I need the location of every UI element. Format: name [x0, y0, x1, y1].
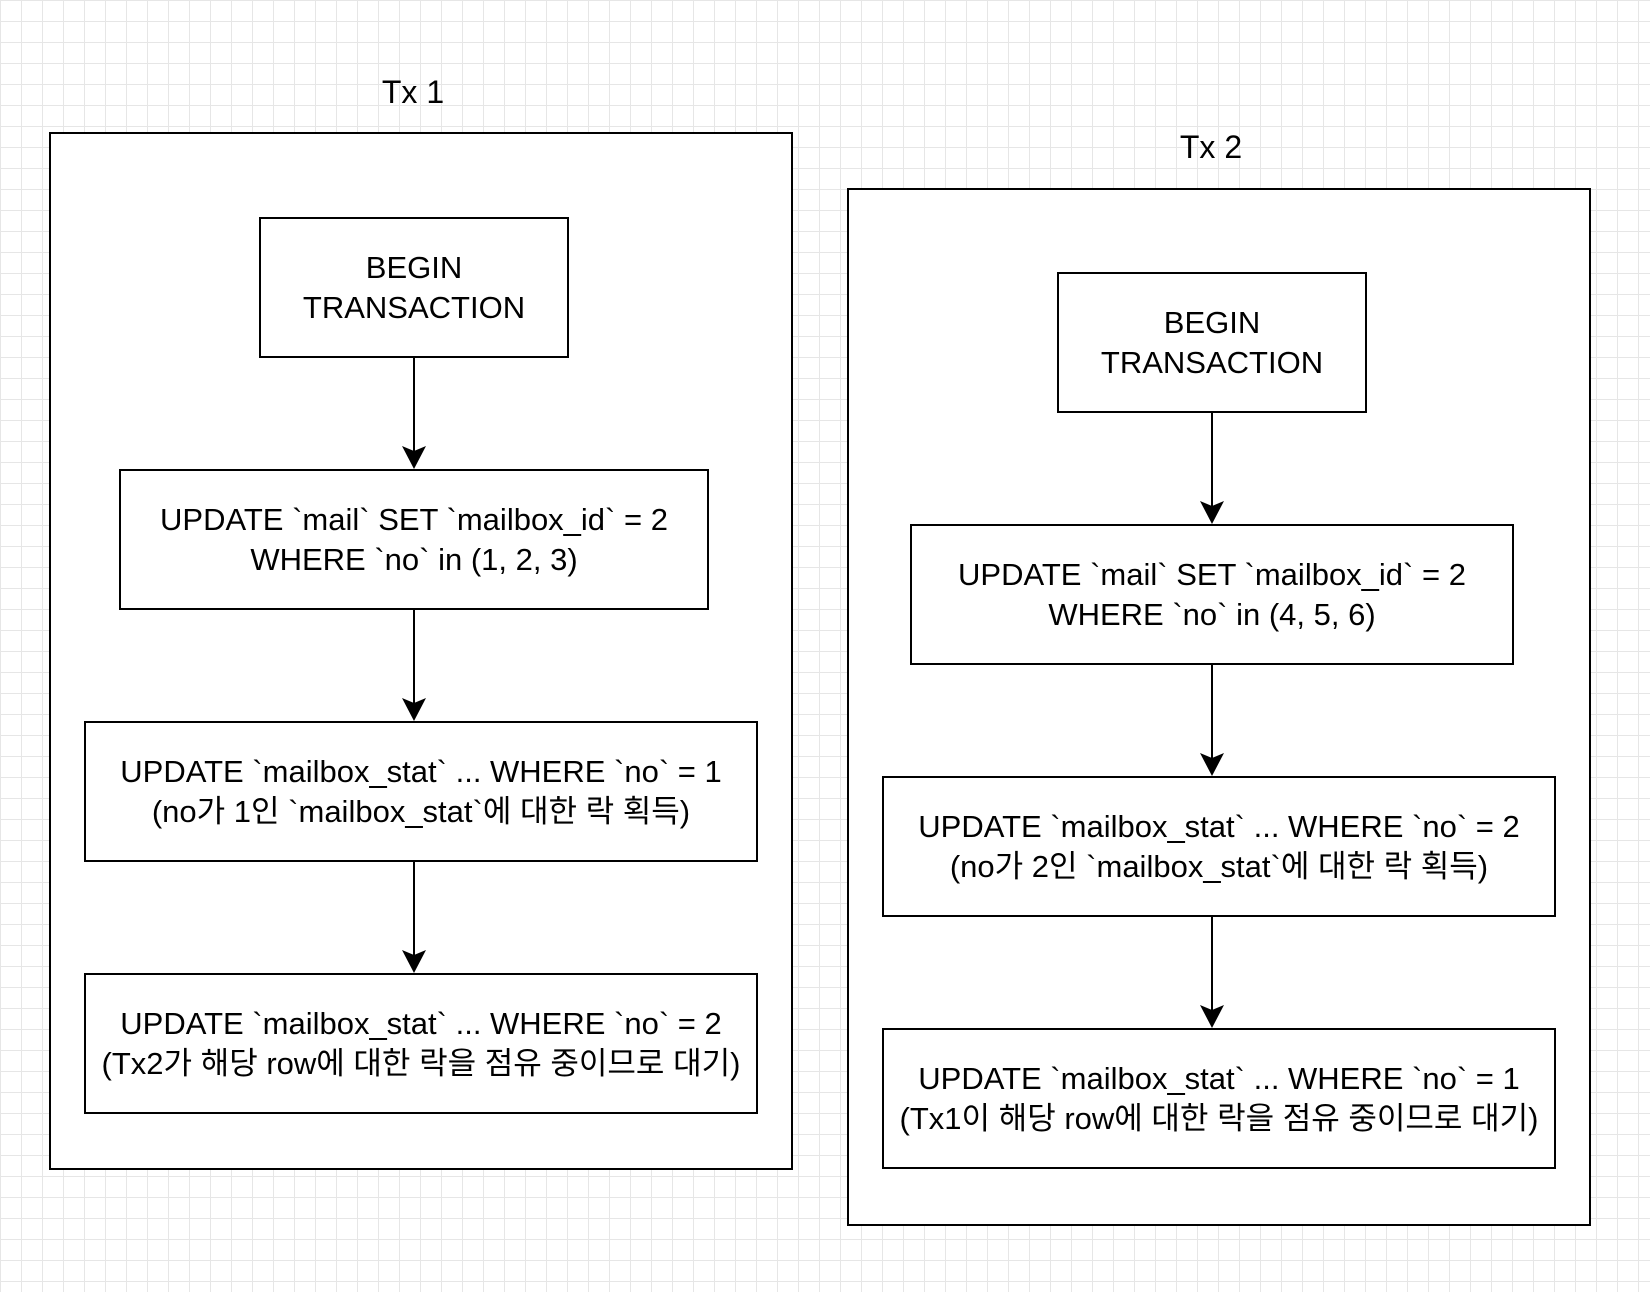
tx2-update-stat-no2-box: UPDATE `mailbox_stat` ... WHERE `no` = 2…	[882, 776, 1556, 917]
tx1-step4-line2: (Tx2가 해당 row에 대한 락을 점유 중이므로 대기)	[101, 1045, 741, 1081]
tx1-update-stat-no2-box: UPDATE `mailbox_stat` ... WHERE `no` = 2…	[84, 973, 758, 1114]
tx1-step1-line1: BEGIN	[365, 249, 463, 285]
tx2-update-mail-box: UPDATE `mail` SET `mailbox_id` = 2 WHERE…	[910, 524, 1514, 665]
tx1-step2-line1: UPDATE `mail` SET `mailbox_id` = 2	[160, 501, 668, 537]
tx1-begin-transaction-box: BEGIN TRANSACTION	[259, 217, 569, 358]
tx2-step4-line2: (Tx1이 해당 row에 대한 락을 점유 중이므로 대기)	[899, 1100, 1539, 1136]
tx2-begin-transaction-box: BEGIN TRANSACTION	[1057, 272, 1367, 413]
tx2-step3-line2: (no가 2인 `mailbox_stat`에 대한 락 획득)	[949, 848, 1489, 884]
tx2-step4-line1: UPDATE `mailbox_stat` ... WHERE `no` = 1	[918, 1060, 1520, 1096]
tx1-update-mail-box: UPDATE `mail` SET `mailbox_id` = 2 WHERE…	[119, 469, 709, 610]
tx1-step1-line2: TRANSACTION	[302, 289, 526, 325]
tx2-step2-line1: UPDATE `mail` SET `mailbox_id` = 2	[958, 556, 1466, 592]
tx2-step3-line1: UPDATE `mailbox_stat` ... WHERE `no` = 2	[918, 808, 1520, 844]
tx2-title: Tx 2	[1179, 129, 1243, 165]
tx1-title: Tx 1	[381, 74, 445, 110]
tx2-step1-line2: TRANSACTION	[1100, 344, 1324, 380]
tx1-step3-line2: (no가 1인 `mailbox_stat`에 대한 락 획득)	[151, 793, 691, 829]
tx1-update-stat-no1-box: UPDATE `mailbox_stat` ... WHERE `no` = 1…	[84, 721, 758, 862]
tx1-step2-line2: WHERE `no` in (1, 2, 3)	[250, 541, 578, 577]
tx2-update-stat-no1-box: UPDATE `mailbox_stat` ... WHERE `no` = 1…	[882, 1028, 1556, 1169]
tx2-step1-line1: BEGIN	[1163, 304, 1261, 340]
tx1-step4-line1: UPDATE `mailbox_stat` ... WHERE `no` = 2	[120, 1005, 722, 1041]
tx1-step3-line1: UPDATE `mailbox_stat` ... WHERE `no` = 1	[120, 753, 722, 789]
tx2-step2-line2: WHERE `no` in (4, 5, 6)	[1048, 596, 1376, 632]
